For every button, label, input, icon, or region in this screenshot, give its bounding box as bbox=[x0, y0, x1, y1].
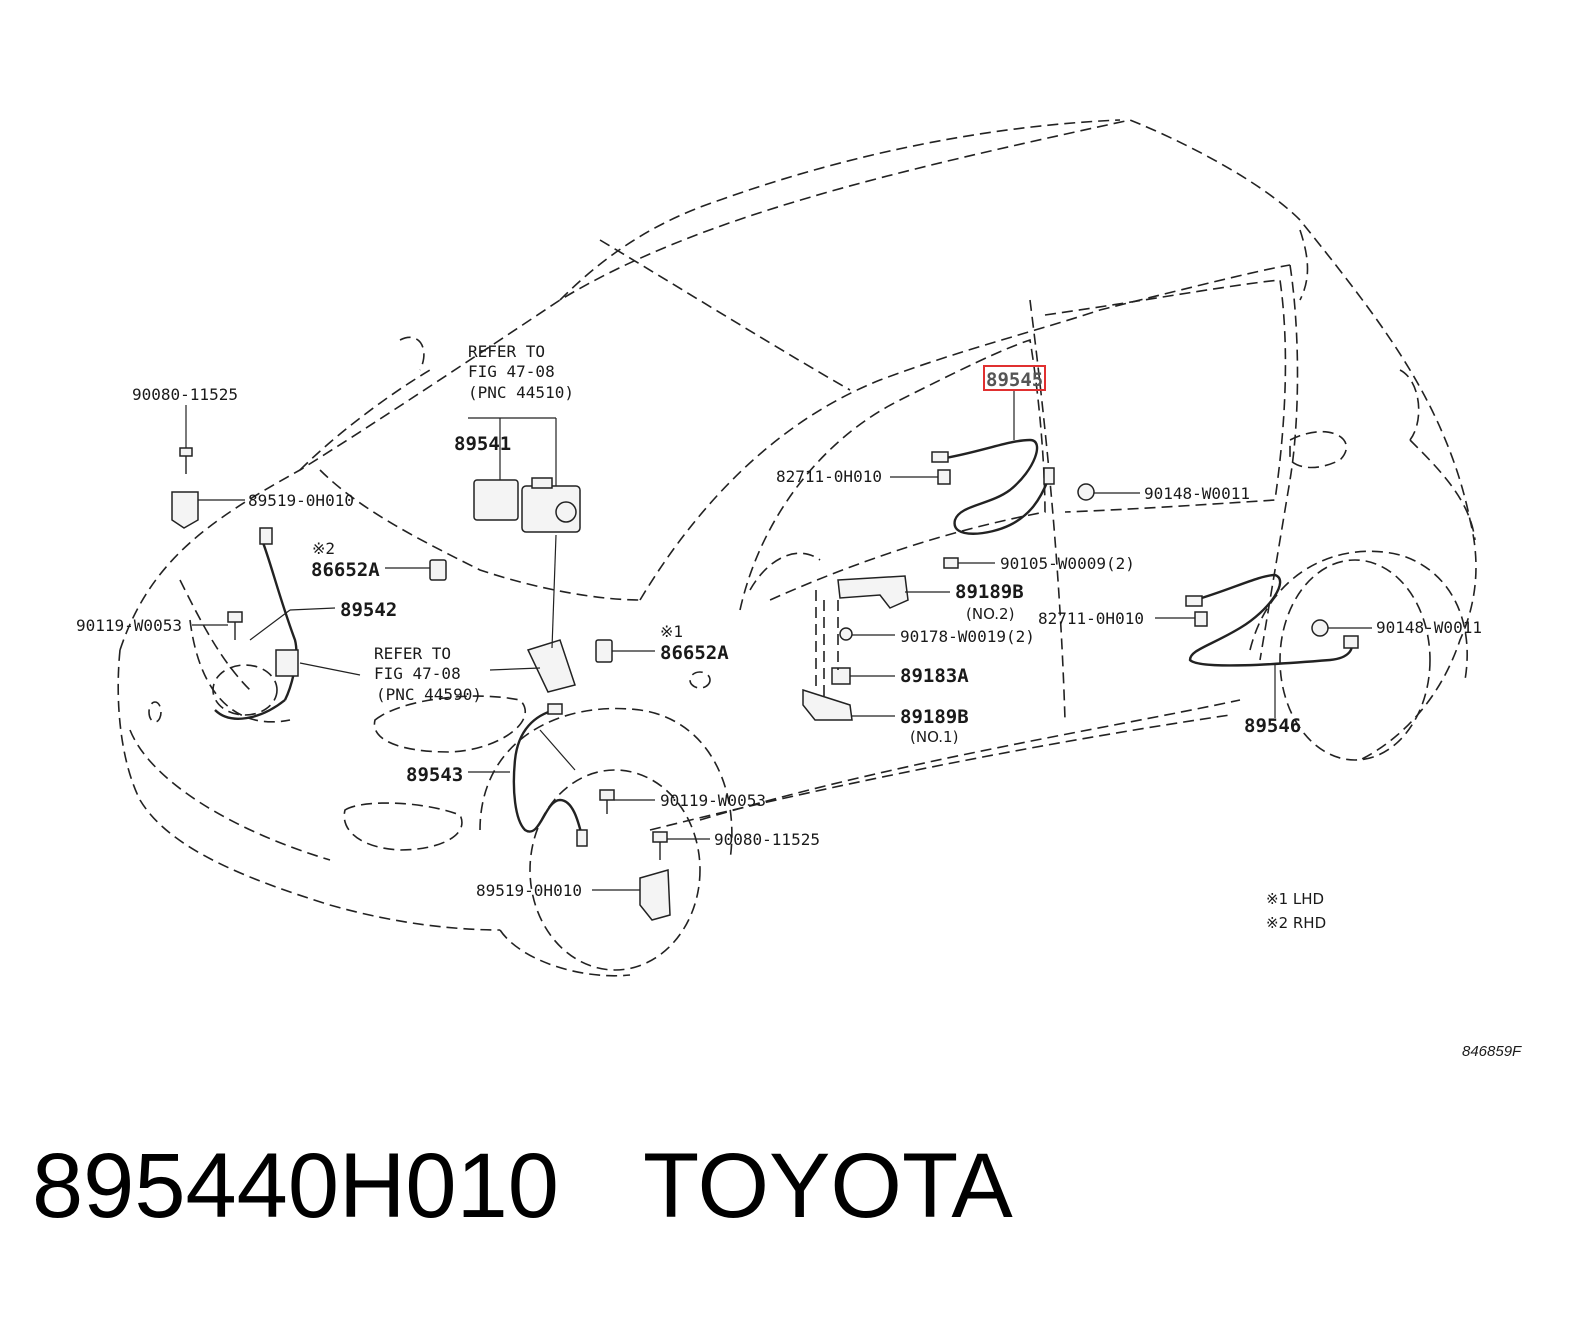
nut-90178 bbox=[839, 627, 853, 641]
label-89543: 89543 bbox=[406, 764, 463, 786]
label-89542: 89542 bbox=[340, 599, 397, 621]
label-82711-0h010-top: 82711-0H010 bbox=[776, 467, 882, 486]
label-90148-w0011-rear: 90148-W0011 bbox=[1376, 618, 1482, 637]
leader-lines bbox=[185, 390, 1372, 891]
bolt-90105 bbox=[943, 557, 959, 569]
label-89183a: 89183A bbox=[900, 665, 969, 687]
caption-brand: TOYOTA bbox=[642, 1135, 1013, 1237]
label-90119-w0053-front: 90119-W0053 bbox=[660, 791, 766, 810]
clip-82711-rear bbox=[1194, 611, 1208, 627]
label-90178-w0019: 90178-W0019(2) bbox=[900, 627, 1035, 646]
part-labels: 90080-11525 89519-0H010 REFER TO FIG 47-… bbox=[76, 342, 1482, 900]
actuator-bracket bbox=[526, 639, 576, 693]
label-refer-b-line3: (PNC 44590) bbox=[376, 685, 482, 704]
label-90080-11525-top: 90080-11525 bbox=[132, 385, 238, 404]
label-refer-a-line2: FIG 47-08 bbox=[468, 362, 555, 381]
label-89519-0h010-front: 89519-0H010 bbox=[476, 881, 582, 900]
label-89189b-no2: 89189B bbox=[955, 581, 1024, 603]
label-90080-11525-front: 90080-11525 bbox=[714, 830, 820, 849]
bracket-89519-front bbox=[639, 869, 671, 921]
front-fascia bbox=[129, 430, 1347, 861]
figure-code: 846859F bbox=[1462, 1043, 1522, 1060]
bolt-90080-top bbox=[179, 447, 193, 474]
connector-86652a-rhd bbox=[429, 559, 447, 581]
bracket-89189b-no1 bbox=[802, 688, 853, 721]
label-90148-w0011-top: 90148-W0011 bbox=[1144, 484, 1250, 503]
bolt-90148-top bbox=[1077, 483, 1095, 501]
highlight-box-89545 bbox=[983, 365, 1046, 391]
caption-part-number: 895440H010 bbox=[32, 1135, 559, 1237]
label-89519-0h010-top: 89519-0H010 bbox=[248, 491, 354, 510]
front-wheel bbox=[479, 707, 733, 977]
legend-rhd: ※2 RHD bbox=[1266, 914, 1326, 932]
label-refer-b-line2: FIG 47-08 bbox=[374, 664, 461, 683]
sensor-wire-89546 bbox=[1185, 573, 1359, 667]
label-no1: (NO.1) bbox=[910, 728, 958, 746]
car-body-outline bbox=[117, 119, 1477, 931]
legend: ※1 LHD ※2 RHD bbox=[1266, 890, 1326, 932]
label-90119-w0053-left: 90119-W0053 bbox=[76, 616, 182, 635]
bracket-89183a bbox=[831, 667, 851, 685]
label-89541: 89541 bbox=[454, 433, 511, 455]
bolt-90148-rear bbox=[1311, 619, 1329, 637]
label-86652a-lhd: 86652A bbox=[660, 642, 729, 664]
bracket-89189b-no2 bbox=[837, 575, 909, 609]
label-90105-w0009: 90105-W0009(2) bbox=[1000, 554, 1135, 573]
sensor-wire-89542 bbox=[214, 527, 299, 720]
label-89545: 89545 bbox=[986, 369, 1043, 391]
label-82711-0h010-rear: 82711-0H010 bbox=[1038, 609, 1144, 628]
label-89189b-no1: 89189B bbox=[900, 706, 969, 728]
label-refer-a-line3: (PNC 44510) bbox=[468, 383, 574, 402]
label-no2: (NO.2) bbox=[966, 605, 1014, 623]
bolt-90119-front bbox=[599, 789, 615, 814]
legend-lhd: ※1 LHD bbox=[1266, 890, 1324, 908]
clip-82711-top bbox=[937, 469, 951, 485]
bracket-89519-top bbox=[171, 491, 199, 529]
sensor-wire-89543 bbox=[512, 703, 588, 847]
label-refer-a-line1: REFER TO bbox=[468, 342, 545, 361]
bolt-90119-left bbox=[227, 611, 243, 640]
label-86652a-rhd: 86652A bbox=[311, 559, 380, 581]
mount-guide-lines bbox=[815, 590, 839, 700]
connector-86652a-lhd bbox=[595, 639, 613, 663]
bolt-90080-front bbox=[652, 831, 668, 860]
rear-wheel bbox=[1249, 550, 1468, 761]
label-note1-mark: ※1 bbox=[660, 622, 683, 641]
label-89546: 89546 bbox=[1244, 715, 1301, 737]
sensor-wire-89545 bbox=[931, 438, 1055, 535]
label-note2-mark: ※2 bbox=[312, 539, 335, 558]
label-refer-b-line1: REFER TO bbox=[374, 644, 451, 663]
abs-actuator-89541 bbox=[473, 477, 581, 533]
